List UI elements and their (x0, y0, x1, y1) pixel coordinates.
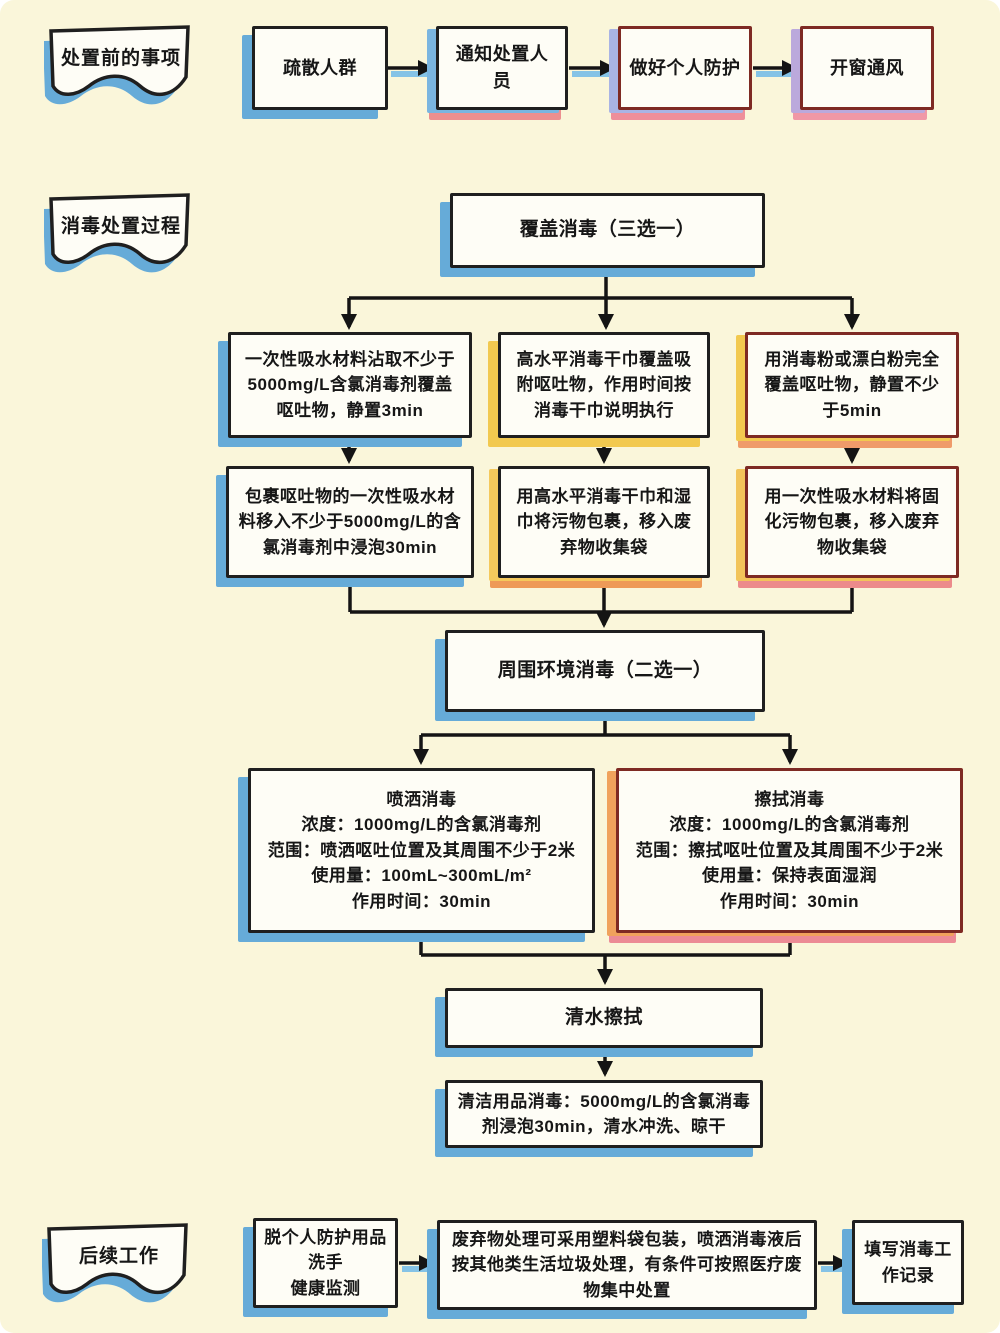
node-label: 废弃物处理可采用塑料袋包装，喷洒消毒液后按其他类生活垃圾处理，有条件可按照医疗废… (452, 1229, 802, 1300)
spray-dosage: 使用量：100mL~300mL/m² (311, 866, 532, 886)
node-label: 覆盖消毒（三选一） (519, 219, 696, 241)
spray-title: 喷洒消毒 (386, 789, 457, 809)
wipe-dosage: 使用量：保持表面湿润 (702, 866, 877, 886)
node-cover-option-dry-wipe: 高水平消毒干巾覆盖吸附呕吐物，作用时间按消毒干巾说明执行 (498, 332, 710, 438)
node-open-window-ventilate: 开窗通风 (800, 26, 934, 110)
node-label: 填写消毒工作记录 (864, 1240, 952, 1285)
node-environment-disinfection-title: 周围环境消毒（二选一） (445, 630, 765, 712)
node-notify-handlers: 通知处置人员 (436, 26, 568, 110)
node-label: 疏散人群 (283, 57, 357, 78)
node-label: 一次性吸水材料沾取不少于5000mg/L含氯消毒剂覆盖呕吐物，静置3min (245, 349, 455, 420)
node-label: 高水平消毒干巾覆盖吸附呕吐物，作用时间按消毒干巾说明执行 (516, 349, 692, 420)
node-cover-option-powder: 用消毒粉或漂白粉完全覆盖呕吐物，静置不少于5min (745, 332, 959, 438)
spray-duration: 作用时间：30min (351, 891, 492, 911)
banner-label: 消毒处置过程 (60, 216, 181, 237)
banner-shape (42, 1223, 188, 1303)
banner-label: 后续工作 (78, 1246, 159, 1267)
node-waste-handling: 废弃物处理可采用塑料袋包装，喷洒消毒液后按其他类生活垃圾处理，有条件可按照医疗废… (437, 1220, 817, 1310)
node-cover-disinfection-title: 覆盖消毒（三选一） (450, 193, 765, 268)
wipe-range: 范围：擦拭呕吐位置及其周围不少于2米 (635, 840, 944, 860)
banner-shape (44, 193, 190, 273)
wipe-duration: 作用时间：30min (719, 891, 860, 911)
spray-range: 范围：喷洒呕吐位置及其周围不少于2米 (267, 840, 576, 860)
node-remove-ppe-wash-monitor: 脱个人防护用品 洗手 健康监测 (253, 1218, 398, 1308)
node-followup-solidified-bag: 用一次性吸水材料将固化污物包裹，移入废弃物收集袋 (745, 466, 959, 578)
node-tool-disinfection: 清洁用品消毒：5000mg/L的含氯消毒剂浸泡30min，清水冲洗、晾干 (445, 1080, 763, 1148)
spray-concentration: 浓度：1000mg/L的含氯消毒剂 (301, 815, 542, 835)
connector-lines (341, 60, 860, 1271)
node-label: 清水擦拭 (564, 1006, 643, 1028)
node-water-wipe: 清水擦拭 (445, 988, 763, 1048)
node-label: 做好个人防护 (629, 57, 741, 78)
wipe-title: 擦拭消毒 (754, 789, 825, 809)
banner-label: 处置前的事项 (60, 48, 181, 69)
node-cover-option-absorbent: 一次性吸水材料沾取不少于5000mg/L含氯消毒剂覆盖呕吐物，静置3min (228, 332, 472, 438)
ppe-line: 健康监测 (290, 1278, 361, 1298)
ppe-line: 脱个人防护用品 (264, 1227, 387, 1247)
node-evacuate-crowd: 疏散人群 (252, 26, 388, 110)
node-spray-disinfection: 喷洒消毒 浓度：1000mg/L的含氯消毒剂 范围：喷洒呕吐位置及其周围不少于2… (248, 768, 595, 933)
node-label: 用消毒粉或漂白粉完全覆盖呕吐物，静置不少于5min (764, 349, 940, 420)
node-label: 用一次性吸水材料将固化污物包裹，移入废弃物收集袋 (764, 486, 940, 557)
ppe-line: 洗手 (308, 1253, 343, 1273)
section-banner-after: 后续工作 (42, 1220, 192, 1312)
section-banner-process: 消毒处置过程 (44, 190, 194, 282)
node-label: 用高水平消毒干巾和湿巾将污物包裹，移入废弃物收集袋 (516, 486, 692, 557)
node-personal-protection: 做好个人防护 (618, 26, 752, 110)
node-followup-wipe-bag: 用高水平消毒干巾和湿巾将污物包裹，移入废弃物收集袋 (498, 466, 710, 578)
node-followup-soak-absorbent: 包裹呕吐物的一次性吸水材料移入不少于5000mg/L的含氯消毒剂中浸泡30min (226, 466, 474, 578)
section-banner-before: 处置前的事项 (44, 22, 194, 114)
node-label: 通知处置人员 (455, 44, 549, 91)
banner-shape (44, 25, 190, 105)
node-label: 开窗通风 (830, 57, 904, 78)
wipe-concentration: 浓度：1000mg/L的含氯消毒剂 (669, 815, 910, 835)
node-fill-disinfection-record: 填写消毒工作记录 (852, 1220, 964, 1305)
node-label: 包裹呕吐物的一次性吸水材料移入不少于5000mg/L的含氯消毒剂中浸泡30min (238, 486, 462, 557)
node-label: 清洁用品消毒：5000mg/L的含氯消毒剂浸泡30min，清水冲洗、晾干 (457, 1091, 751, 1137)
node-wipe-disinfection: 擦拭消毒 浓度：1000mg/L的含氯消毒剂 范围：擦拭呕吐位置及其周围不少于2… (616, 768, 963, 933)
node-label: 周围环境消毒（二选一） (497, 659, 713, 681)
